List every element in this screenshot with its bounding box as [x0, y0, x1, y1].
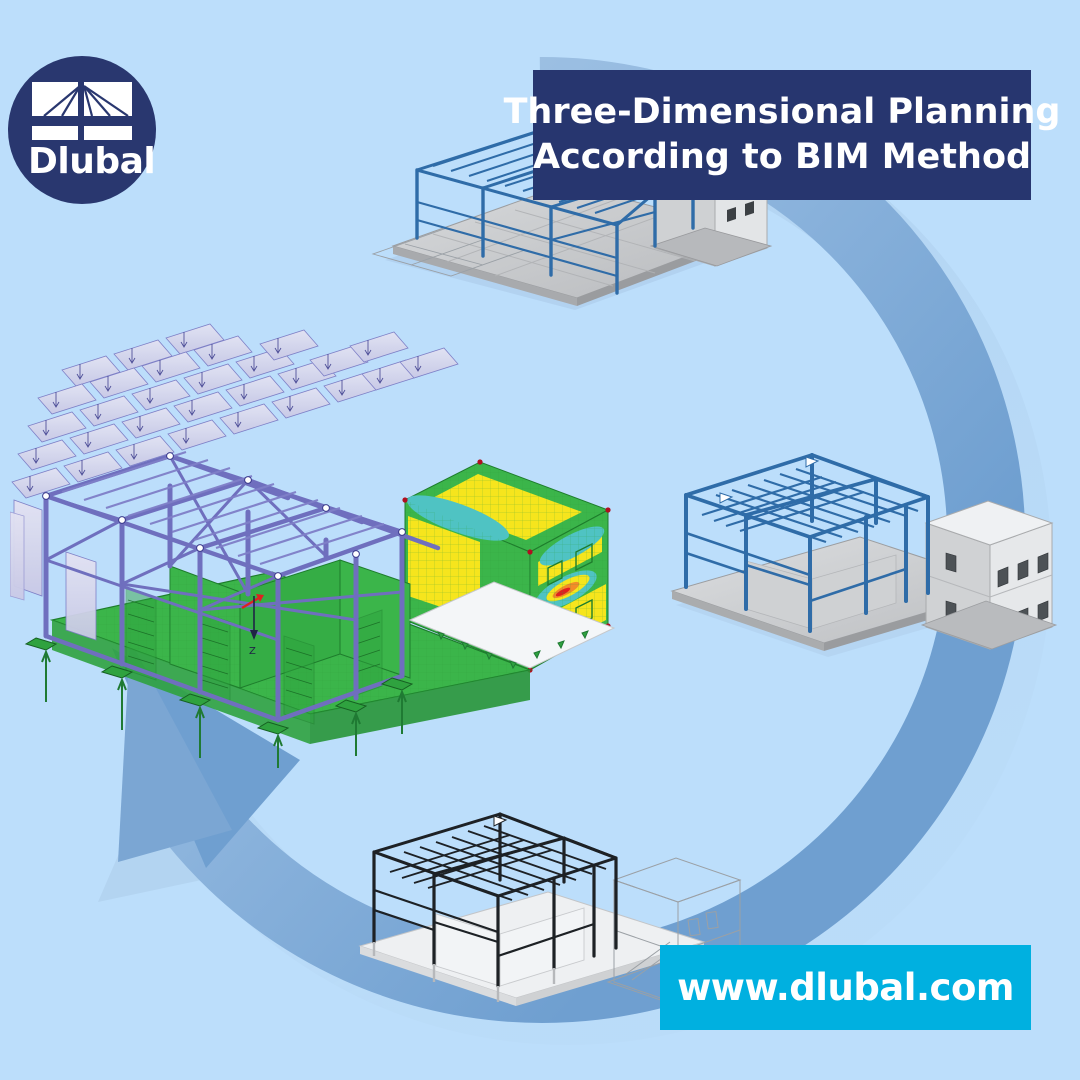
- dlubal-logo: Dlubal: [8, 56, 156, 204]
- svg-text:Z: Z: [249, 646, 256, 657]
- bridge-pylon-mark: [32, 82, 132, 140]
- fea-analysis-model: Z: [10, 323, 616, 768]
- website-url-text: www.dlubal.com: [677, 966, 1014, 1009]
- website-url-banner[interactable]: www.dlubal.com: [660, 945, 1031, 1030]
- title-line-1: Three-Dimensional Planning: [503, 92, 1061, 133]
- wireframe-model: [358, 812, 746, 1007]
- bim-structural-model: [670, 453, 1058, 657]
- title-line-2: According to BIM Method: [532, 137, 1032, 177]
- title-banner: Three-Dimensional Planning According to …: [504, 70, 1060, 200]
- logo-brand-name: Dlubal: [28, 141, 156, 182]
